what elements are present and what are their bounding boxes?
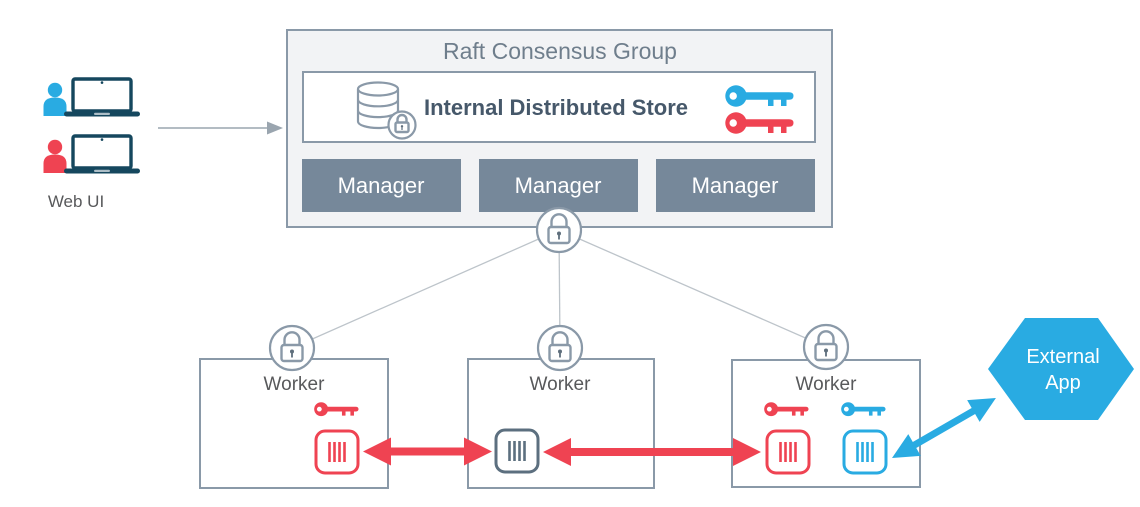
container-icon-red	[765, 429, 811, 475]
padlock-icon	[268, 324, 316, 372]
store-label: Internal Distributed Store	[424, 95, 688, 120]
web-ui-clients: Web UI	[43, 77, 140, 211]
worker-label: Worker	[264, 374, 326, 395]
padlock-icon	[535, 206, 583, 254]
laptop-icon	[64, 134, 140, 174]
external-app-label-line1: External	[1026, 346, 1099, 368]
manager-label: Manager	[692, 173, 779, 198]
external-app: External App	[988, 318, 1134, 420]
worker-label: Worker	[530, 374, 592, 395]
database-lock-icon	[356, 81, 417, 140]
manager-box	[479, 159, 638, 212]
user-icon-blue	[43, 82, 67, 116]
web-ui-label: Web UI	[48, 192, 104, 211]
container-icon-gray	[494, 428, 540, 474]
container-icon-blue	[842, 429, 888, 475]
raft-group-title: Raft Consensus Group	[443, 38, 677, 64]
padlock-icon	[802, 323, 850, 371]
container-icon-red	[314, 429, 360, 475]
raft-consensus-group: Raft Consensus Group Internal Distribute…	[286, 29, 833, 228]
manager-box	[302, 159, 461, 212]
worker-label: Worker	[796, 374, 858, 395]
manager-label: Manager	[515, 173, 602, 198]
manager-nodes: Manager Manager Manager	[302, 159, 815, 212]
external-app-label-line2: App	[1045, 372, 1081, 394]
red-double-arrow-worker1-worker2	[363, 437, 492, 466]
worker-nodes: Worker Worker Worker	[199, 358, 921, 489]
worker2-contents	[494, 428, 540, 474]
padlock-icon	[536, 324, 584, 372]
hexagon-shape	[988, 318, 1134, 420]
manager-label: Manager	[338, 173, 425, 198]
manager-box	[656, 159, 815, 212]
user-icon-red	[43, 139, 67, 173]
gray-arrow-webui-raft	[158, 121, 283, 135]
laptop-icon	[64, 77, 140, 117]
internal-distributed-store: Internal Distributed Store	[302, 71, 816, 143]
red-double-arrow-worker2-worker3	[543, 438, 761, 466]
worker-box	[731, 359, 921, 488]
blue-double-arrow-worker3-external-app	[892, 398, 996, 458]
